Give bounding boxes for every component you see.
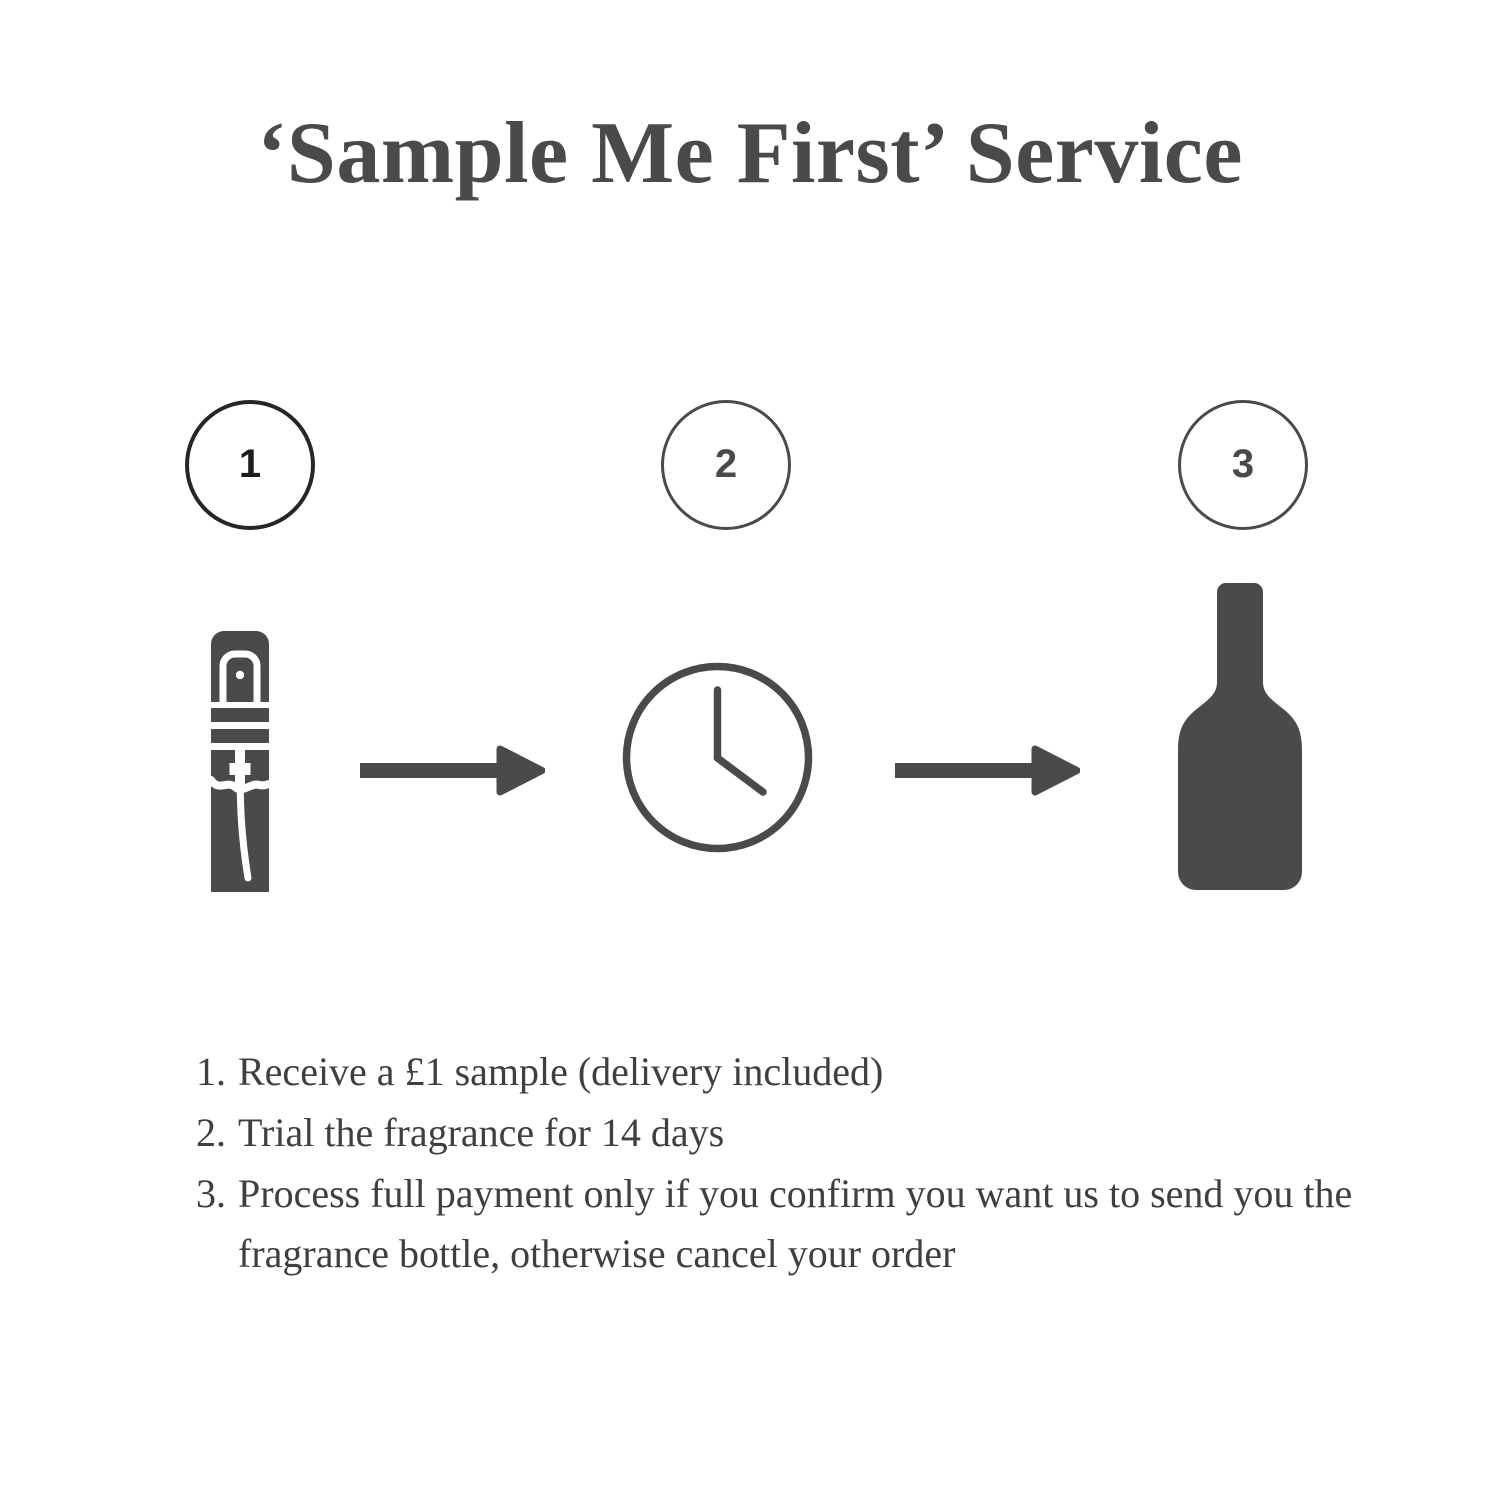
list-item-1: 1. Receive a £1 sample (delivery include… <box>196 1042 1396 1103</box>
list-item-3-marker: 3. <box>196 1170 226 1216</box>
list-item-1-text: Receive a £1 sample (delivery included) <box>238 1049 884 1094</box>
step-badge-1: 1 <box>185 400 315 530</box>
list-item-2: 2. Trial the fragrance for 14 days <box>196 1103 1396 1164</box>
sample-vial-icon <box>205 630 275 900</box>
step-badge-2: 2 <box>661 400 791 530</box>
list-item-3-text: Process full payment only if you confirm… <box>238 1170 1353 1277</box>
step-badge-3-number: 3 <box>1231 442 1255 486</box>
arrow-right-icon-2 <box>895 745 1081 802</box>
arrow-right-icon-1 <box>360 745 546 802</box>
page-title: ‘Sample Me First’ Service <box>257 105 1243 202</box>
list-item-3: 3. Process full payment only if you conf… <box>196 1164 1396 1286</box>
steps-list: 1. Receive a £1 sample (delivery include… <box>196 1042 1396 1285</box>
list-item-2-text: Trial the fragrance for 14 days <box>238 1109 725 1155</box>
fragrance-bottle-icon <box>1160 578 1320 903</box>
step-badge-2-number: 2 <box>714 442 738 486</box>
step-badge-1-number: 1 <box>238 442 262 486</box>
list-item-1-marker: 1. <box>196 1049 226 1094</box>
clock-icon <box>620 660 815 860</box>
step-badge-3: 3 <box>1178 400 1308 530</box>
list-item-2-marker: 2. <box>196 1109 226 1155</box>
